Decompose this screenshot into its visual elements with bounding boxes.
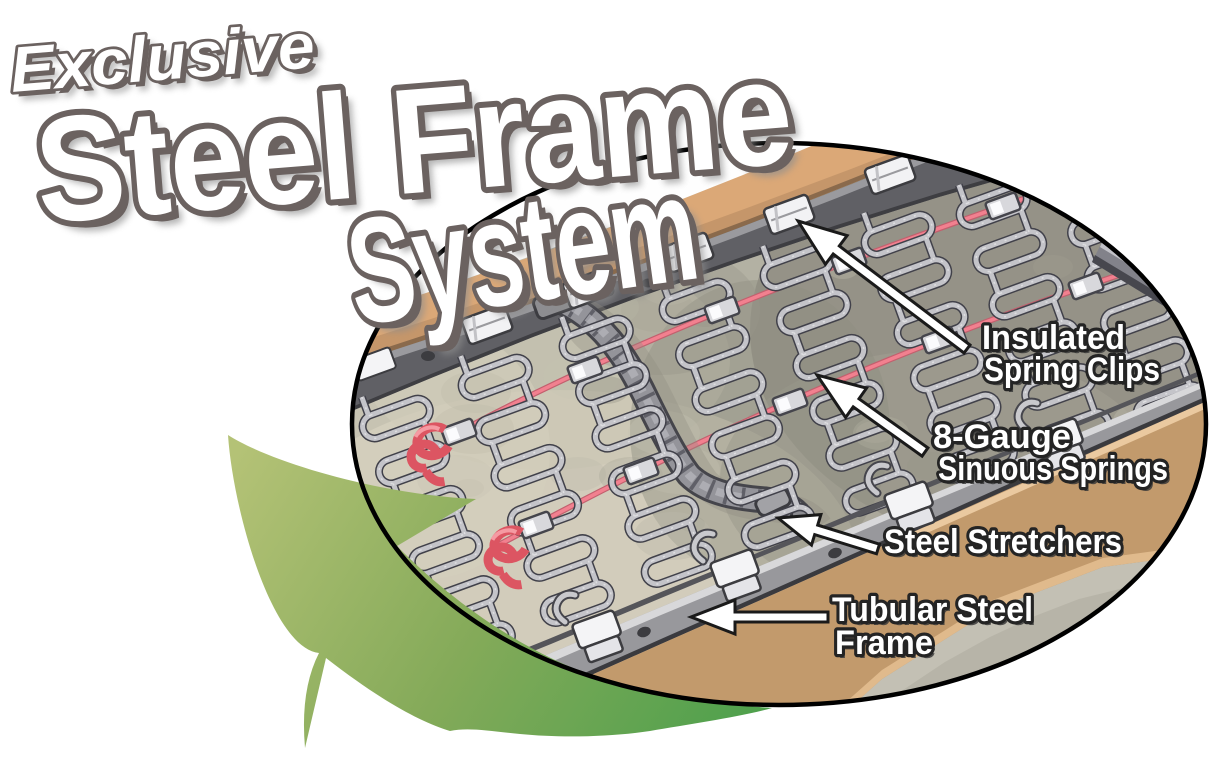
- svg-text:Spring Clips: Spring Clips: [984, 351, 1160, 389]
- svg-text:8-Gauge: 8-Gauge: [933, 418, 1071, 456]
- svg-text:Sinuous Springs: Sinuous Springs: [941, 454, 1171, 492]
- svg-text:Frame: Frame: [838, 628, 936, 666]
- svg-text:Insulated: Insulated: [982, 319, 1125, 357]
- svg-text:Exclusive: Exclusive: [7, 9, 317, 106]
- svg-text:Sinuous Springs: Sinuous Springs: [938, 450, 1168, 488]
- svg-text:Steel Stretchers: Steel Stretchers: [884, 523, 1122, 561]
- svg-text:Spring Clips: Spring Clips: [987, 355, 1163, 393]
- svg-text:Tubular Steel: Tubular Steel: [832, 591, 1033, 629]
- svg-text:8-Gauge: 8-Gauge: [936, 422, 1074, 460]
- svg-text:Insulated: Insulated: [985, 323, 1128, 361]
- svg-text:Tubular Steel: Tubular Steel: [835, 595, 1036, 633]
- svg-text:Steel Stretchers: Steel Stretchers: [887, 527, 1125, 565]
- svg-text:Frame: Frame: [835, 624, 933, 662]
